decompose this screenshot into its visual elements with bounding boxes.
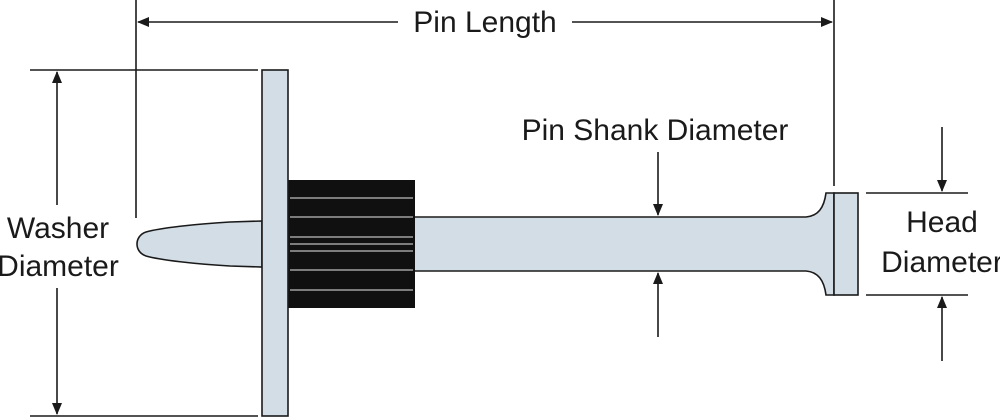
head-diameter-label-line1: Head <box>906 206 978 239</box>
head-diameter-label-line2: Diameter <box>881 246 1000 279</box>
pin-length-dimension: Pin Length <box>135 0 835 218</box>
pin-head <box>833 192 859 296</box>
fluted-sleeve <box>288 180 415 308</box>
pin-length-label: Pin Length <box>413 6 556 39</box>
pin-body <box>136 192 859 296</box>
washer <box>261 69 289 417</box>
pin-shank-diameter-dimension: Pin Shank Diameter <box>522 114 789 337</box>
pin-shank <box>413 192 835 296</box>
head-diameter-dimension: Head Diameter <box>866 127 1000 361</box>
washer-diameter-dimension: Washer Diameter <box>0 69 258 417</box>
washer-diameter-label-line1: Washer <box>7 212 109 245</box>
pin-tip <box>136 220 263 268</box>
pin-shank-diameter-label: Pin Shank Diameter <box>522 114 789 147</box>
washer-diameter-label-line2: Diameter <box>0 250 119 283</box>
